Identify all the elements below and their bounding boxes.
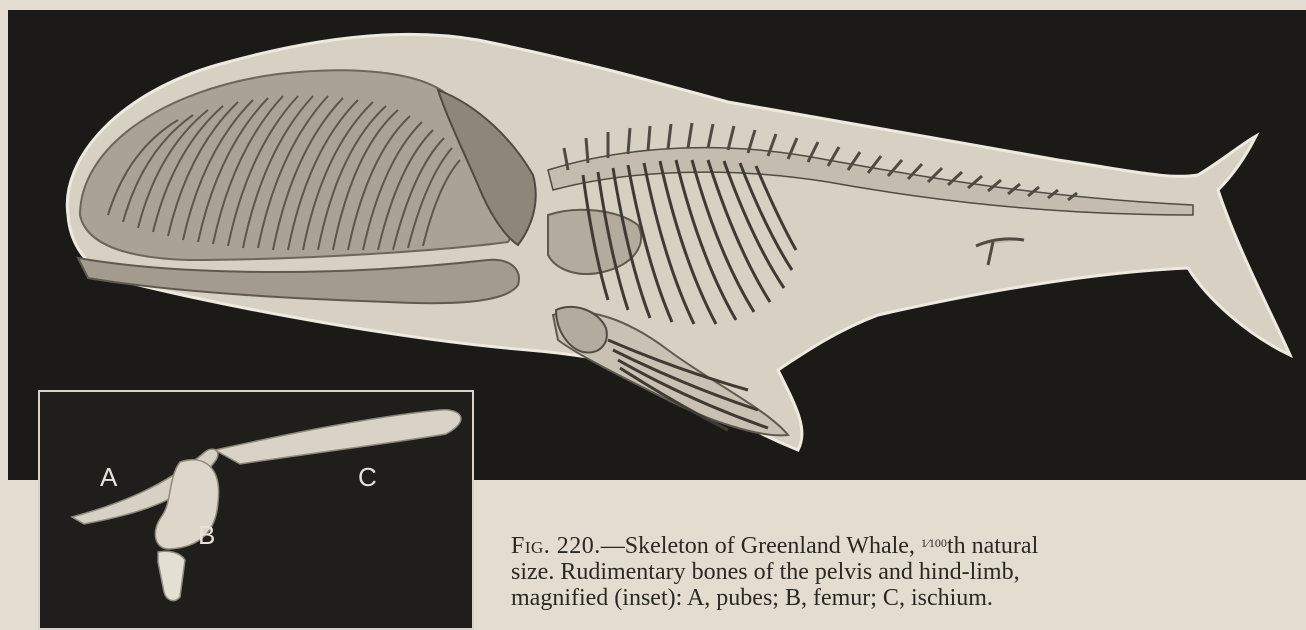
caption-title: —Skeleton of Greenland Whale, [601,533,921,559]
ischium-bone [215,410,461,464]
caption-title-end: th natural [947,533,1038,559]
scale-fraction: 1⁄100 [921,536,947,550]
inset-label-b: B [198,522,215,548]
femur-condyle [158,551,185,600]
caption-line-2: size. Rudimentary bones of the pelvis an… [511,559,1301,585]
figure-caption: Fig. 220.—Skeleton of Greenland Whale, 1… [511,530,1301,611]
inset-label-a: A [100,464,117,490]
pelvis-bones-drawing [40,392,474,630]
caption-line-3: magnified (inset): A, pubes; B, femur; C… [511,585,1301,611]
inset-label-c: C [358,464,377,490]
pelvis-inset-panel: A B C [38,390,474,630]
caption-line-1: Fig. 220.—Skeleton of Greenland Whale, 1… [511,530,1301,559]
figure-number: Fig. 220. [511,533,601,559]
whale-illustration-plate: A B C [8,10,1306,480]
